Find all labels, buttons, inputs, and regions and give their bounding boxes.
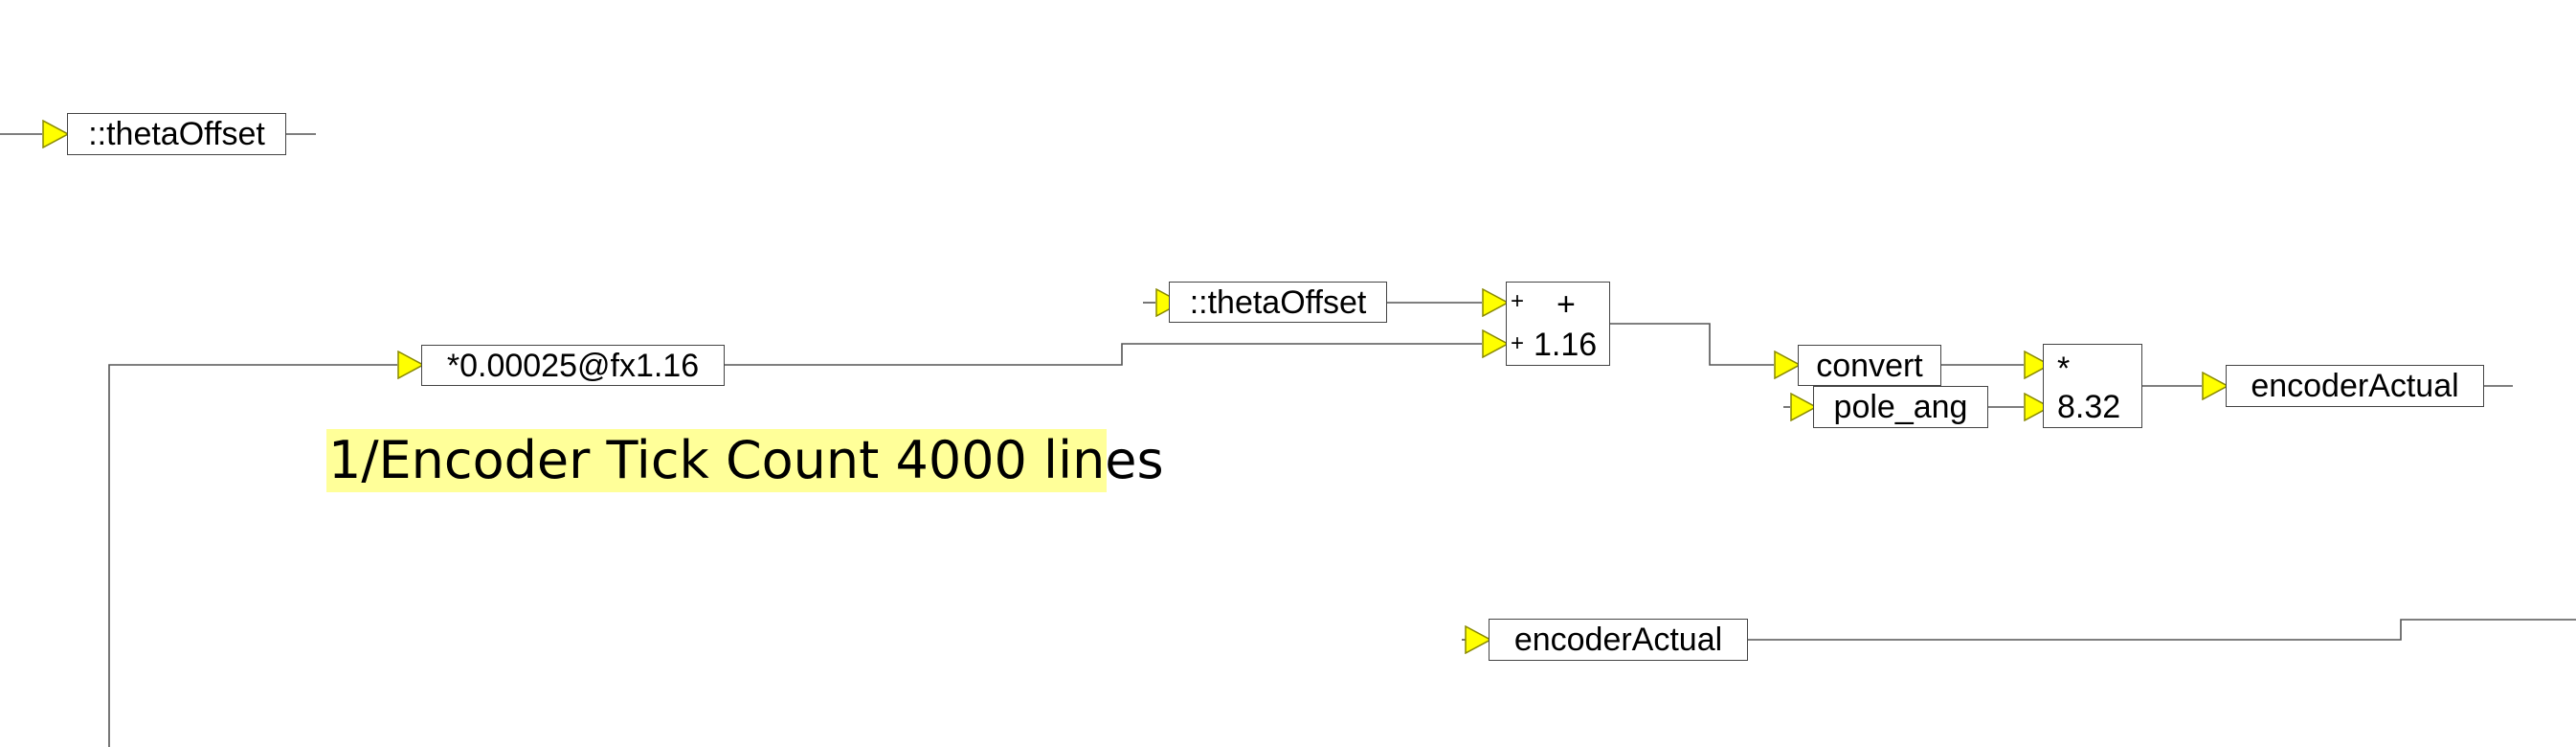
encoder-actual-block-out[interactable]: encoderActual (2226, 365, 2484, 407)
theta-offset-block-top[interactable]: ::thetaOffset (67, 113, 286, 155)
wire-scale-to-adder (725, 343, 1482, 366)
convert-label: convert (1816, 347, 1923, 384)
input-pin-icon[interactable] (397, 351, 424, 379)
pole-ang-label: pole_ang (1833, 389, 1968, 425)
input-pin-icon[interactable] (2202, 372, 2229, 400)
adder-format: 1.16 (1534, 327, 1598, 363)
encoder-actual-label: encoderActual (1513, 622, 1723, 658)
input-pin-icon[interactable] (1790, 393, 1817, 421)
multiplier-operator: * (2057, 351, 2071, 387)
wire-encoder-actual-out (1748, 619, 2576, 641)
input-pin-icon[interactable] (1774, 351, 1801, 379)
theta-offset-block-mid[interactable]: ::thetaOffset (1169, 282, 1387, 323)
pole-ang-block[interactable]: pole_ang (1813, 386, 1988, 428)
adder-input-pin-icon[interactable] (1482, 288, 1509, 317)
encoder-actual-label: encoderActual (2251, 368, 2459, 404)
comment-note: 1/Encoder Tick Count 4000 lines (326, 429, 1164, 492)
convert-block[interactable]: convert (1798, 345, 1941, 386)
encoder-actual-block-in[interactable]: encoderActual (1489, 619, 1748, 661)
input-pin-icon[interactable] (1465, 625, 1491, 654)
mult-input-pin-icon[interactable] (2024, 393, 2050, 421)
multiplier-block[interactable]: * 8.32 (2043, 344, 2142, 428)
theta-offset-label: ::thetaOffset (88, 116, 265, 152)
adder-operator: + (1557, 286, 1576, 323)
wire-encoder-feed (108, 364, 397, 747)
multiplier-format: 8.32 (2057, 389, 2121, 425)
theta-offset-label: ::thetaOffset (1189, 283, 1367, 321)
scale-factor-block[interactable]: *0.00025@fx1.16 (421, 345, 725, 386)
wire-adder-to-convert (1610, 323, 1774, 366)
adder-input-sign: + (1511, 330, 1525, 356)
input-pin-icon[interactable] (42, 120, 69, 148)
adder-input-sign: + (1511, 288, 1525, 314)
mult-input-pin-icon[interactable] (2024, 351, 2050, 379)
adder-block[interactable]: + + + 1.16 (1506, 282, 1610, 366)
scale-factor-label: *0.00025@fx1.16 (446, 347, 700, 384)
adder-input-pin-icon[interactable] (1482, 329, 1509, 358)
